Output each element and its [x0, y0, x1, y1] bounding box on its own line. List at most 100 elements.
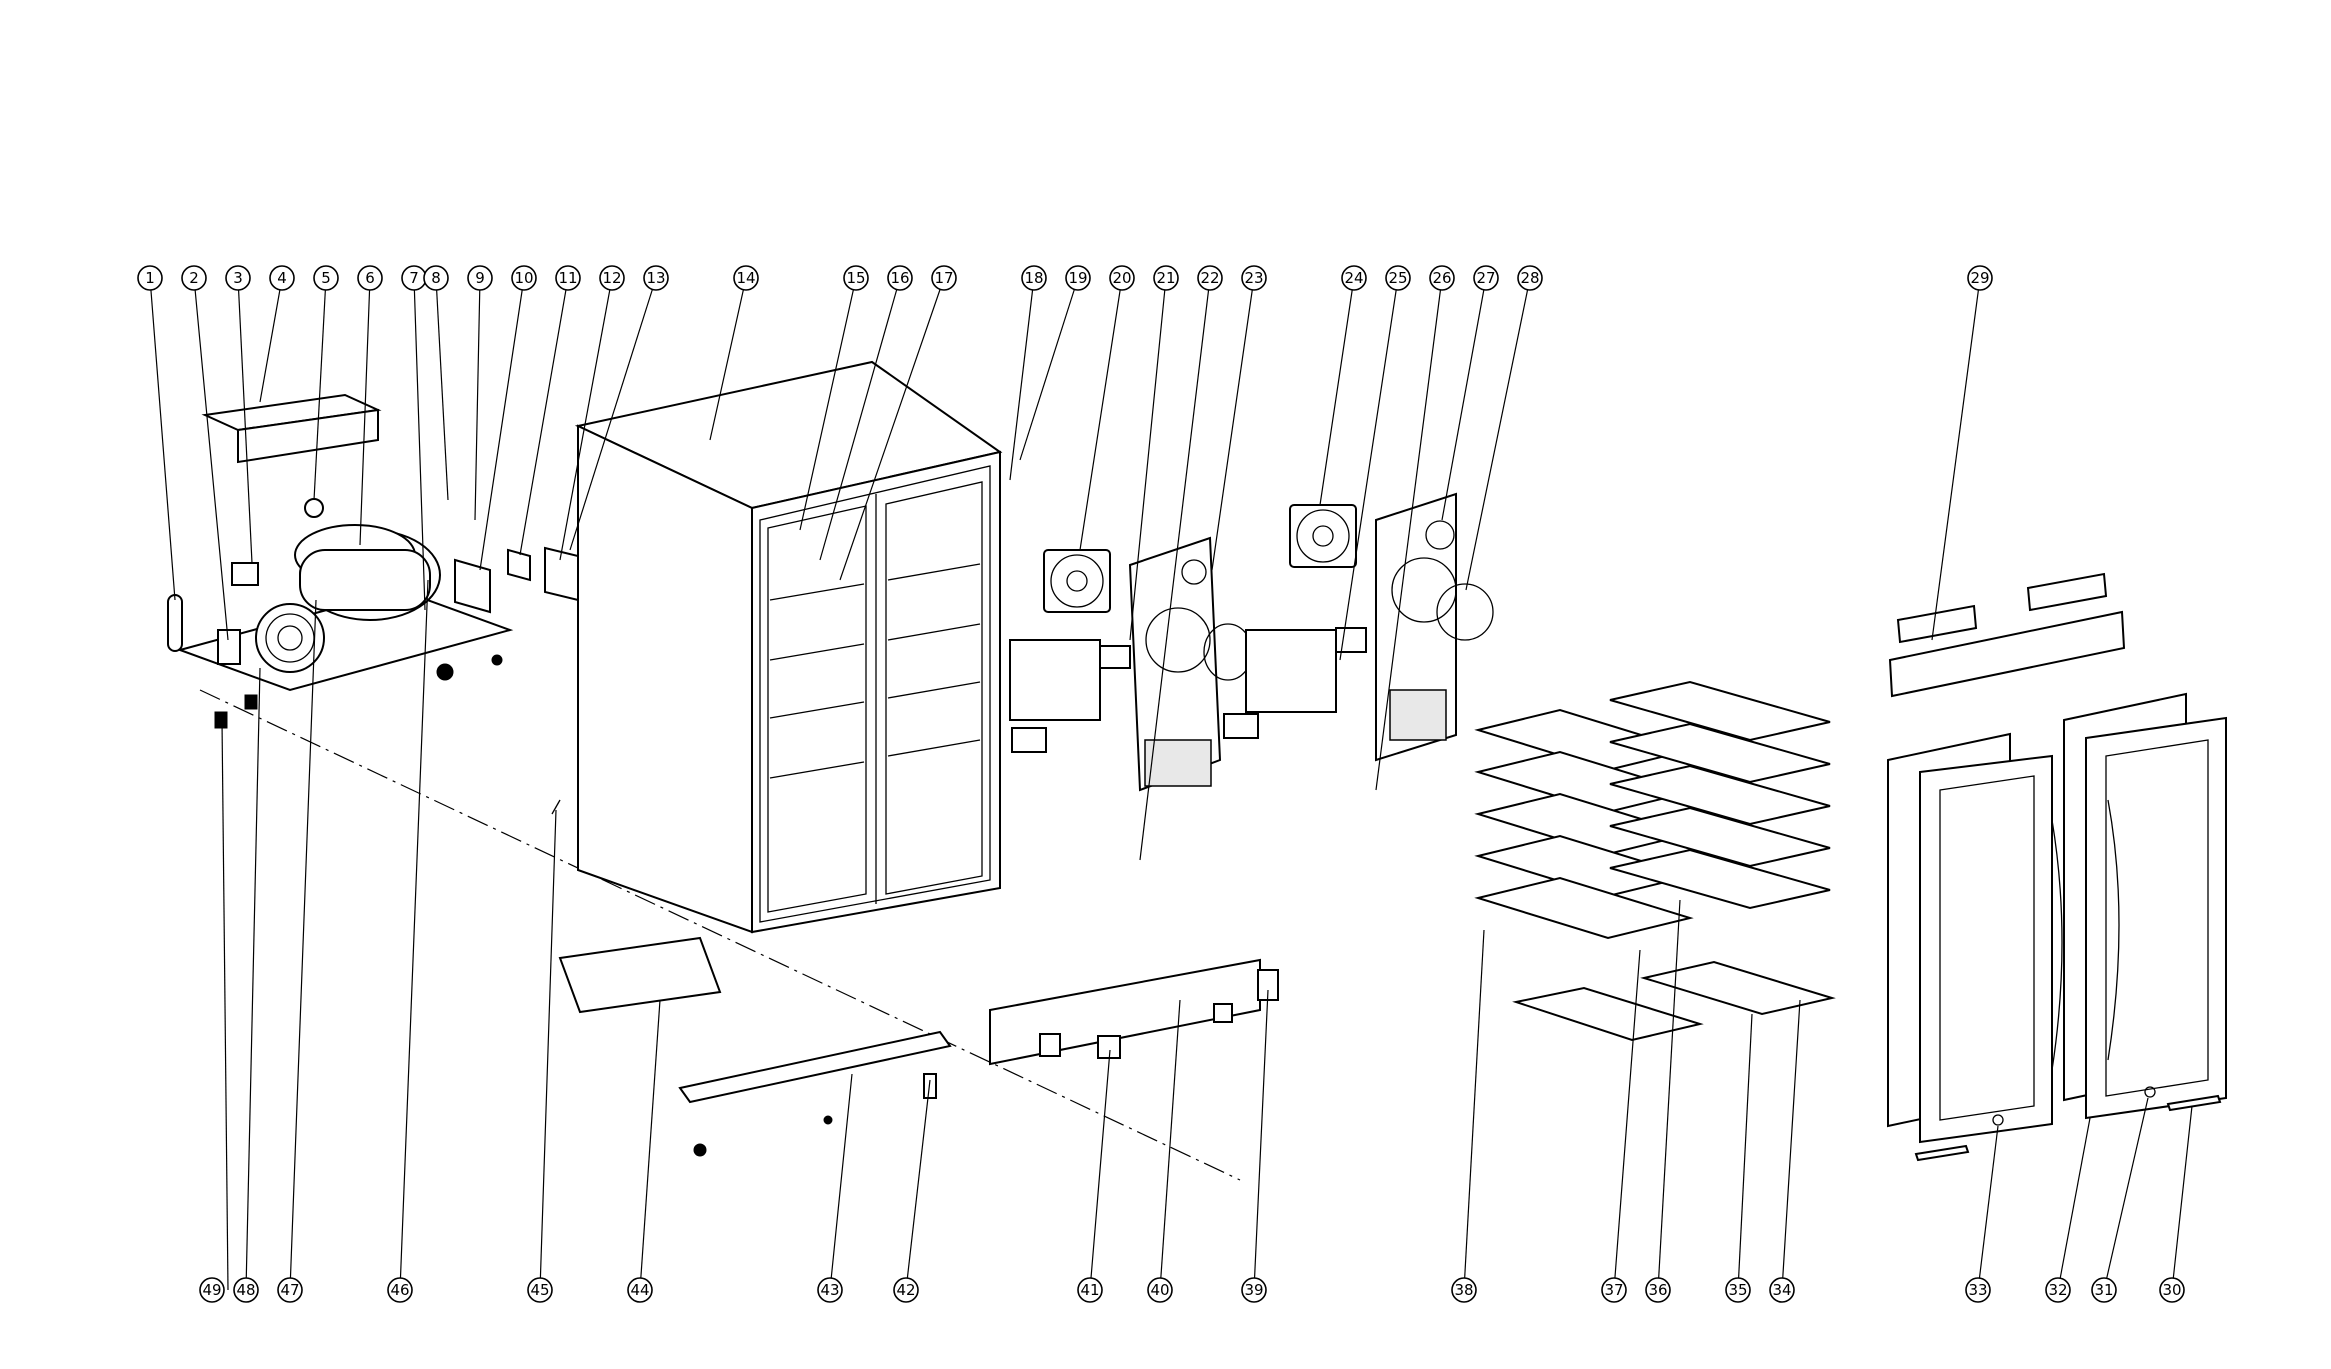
- leader-49: [221, 719, 229, 1291]
- leader-17: [839, 277, 945, 581]
- callout-number: 12: [602, 269, 621, 287]
- leader-2: [193, 277, 229, 641]
- callout-number: 47: [280, 1281, 299, 1299]
- bottom-callout-39: 39: [1241, 1277, 1267, 1303]
- top-callout-28: 28: [1517, 265, 1543, 291]
- callout-circle: [1725, 1277, 1751, 1303]
- callout-circle: [313, 265, 339, 291]
- leader-32: [2057, 1117, 2091, 1291]
- leader-18: [1009, 277, 1035, 481]
- callout-circle: [1147, 1277, 1173, 1303]
- base-components: [558, 936, 1279, 1157]
- callout-number: 15: [846, 269, 865, 287]
- callout-circle: [1197, 265, 1223, 291]
- callout-circle: [277, 1277, 303, 1303]
- bottom-callout-32: 32: [2045, 1277, 2071, 1303]
- callout-number: 10: [514, 269, 533, 287]
- callout-circle: [1021, 265, 1047, 291]
- callout-number: 40: [1150, 1281, 1169, 1299]
- callout-number: 29: [1970, 269, 1989, 287]
- callout-circle: [1769, 1277, 1795, 1303]
- callout-number: 35: [1728, 1281, 1747, 1299]
- leader-41: [1089, 1049, 1111, 1291]
- callout-circle: [387, 1277, 413, 1303]
- leader-46: [399, 579, 429, 1291]
- leader-39: [1253, 989, 1269, 1291]
- callout-number: 1: [145, 269, 155, 287]
- callout-circle: [1645, 1277, 1671, 1303]
- leader-38: [1463, 929, 1485, 1291]
- top-callout-7: 7: [401, 265, 427, 291]
- callout-number: 22: [1200, 269, 1219, 287]
- leader-42: [905, 1079, 931, 1291]
- callout-circle: [199, 1277, 225, 1303]
- callout-circle: [1241, 265, 1267, 291]
- top-callout-5: 5: [313, 265, 339, 291]
- callout-number: 34: [1772, 1281, 1791, 1299]
- top-callout-24: 24: [1341, 265, 1367, 291]
- leader-1: [149, 277, 176, 601]
- top-callout-14: 14: [733, 265, 759, 291]
- top-callout-12: 12: [599, 265, 625, 291]
- leader-12: [559, 277, 613, 561]
- callout-number: 37: [1604, 1281, 1623, 1299]
- callout-circle: [233, 1277, 259, 1303]
- leader-10: [479, 277, 525, 571]
- leader-24: [1319, 277, 1355, 506]
- top-callout-15: 15: [843, 265, 869, 291]
- callout-number: 46: [390, 1281, 409, 1299]
- top-callout-1: 1: [137, 265, 163, 291]
- leader-28: [1465, 277, 1531, 591]
- callout-circle: [643, 265, 669, 291]
- callout-circle: [1385, 265, 1411, 291]
- compressor-assembly: [167, 393, 579, 729]
- leader-5: [313, 277, 327, 501]
- leader-33: [1977, 1125, 1999, 1291]
- leader-29: [1931, 277, 1981, 641]
- callout-number: 24: [1344, 269, 1363, 287]
- top-callout-16: 16: [887, 265, 913, 291]
- bottom-callout-48: 48: [233, 1277, 259, 1303]
- leader-20: [1079, 277, 1123, 551]
- callout-circle: [181, 265, 207, 291]
- callout-circle: [817, 1277, 843, 1303]
- leader-44: [639, 999, 661, 1291]
- callout-number: 41: [1080, 1281, 1099, 1299]
- top-callout-18: 18: [1021, 265, 1047, 291]
- callout-number: 25: [1388, 269, 1407, 287]
- callout-number: 11: [558, 269, 577, 287]
- callout-circle: [2091, 1277, 2117, 1303]
- callout-circle: [599, 265, 625, 291]
- evaporator-assembly-left: [1009, 536, 1253, 792]
- leader-26: [1375, 277, 1443, 791]
- callout-number: 38: [1454, 1281, 1473, 1299]
- callout-number: 44: [630, 1281, 649, 1299]
- callout-number: 6: [365, 269, 375, 287]
- top-callout-23: 23: [1241, 265, 1267, 291]
- bottom-callout-45: 45: [527, 1277, 553, 1303]
- callout-number: 20: [1112, 269, 1131, 287]
- leader-48: [245, 667, 261, 1291]
- callout-circle: [1109, 265, 1135, 291]
- callout-circle: [2159, 1277, 2185, 1303]
- assembly-axis-line: [199, 689, 1241, 1181]
- leader-25: [1339, 277, 1399, 661]
- callout-circle: [423, 265, 449, 291]
- shelves: [1474, 680, 1836, 1042]
- bottom-callout-41: 41: [1077, 1277, 1103, 1303]
- bottom-callout-38: 38: [1451, 1277, 1477, 1303]
- bottom-callout-34: 34: [1769, 1277, 1795, 1303]
- callout-number: 14: [736, 269, 755, 287]
- leader-21: [1129, 277, 1167, 641]
- top-callout-11: 11: [555, 265, 581, 291]
- leader-3: [237, 277, 253, 564]
- top-callout-9: 9: [467, 265, 493, 291]
- callout-number: 49: [202, 1281, 221, 1299]
- leader-40: [1159, 999, 1181, 1291]
- leader-7: [413, 277, 426, 611]
- cabinet: [551, 360, 1003, 934]
- leader-31: [2103, 1097, 2149, 1291]
- callout-circle: [269, 265, 295, 291]
- callout-number: 18: [1024, 269, 1043, 287]
